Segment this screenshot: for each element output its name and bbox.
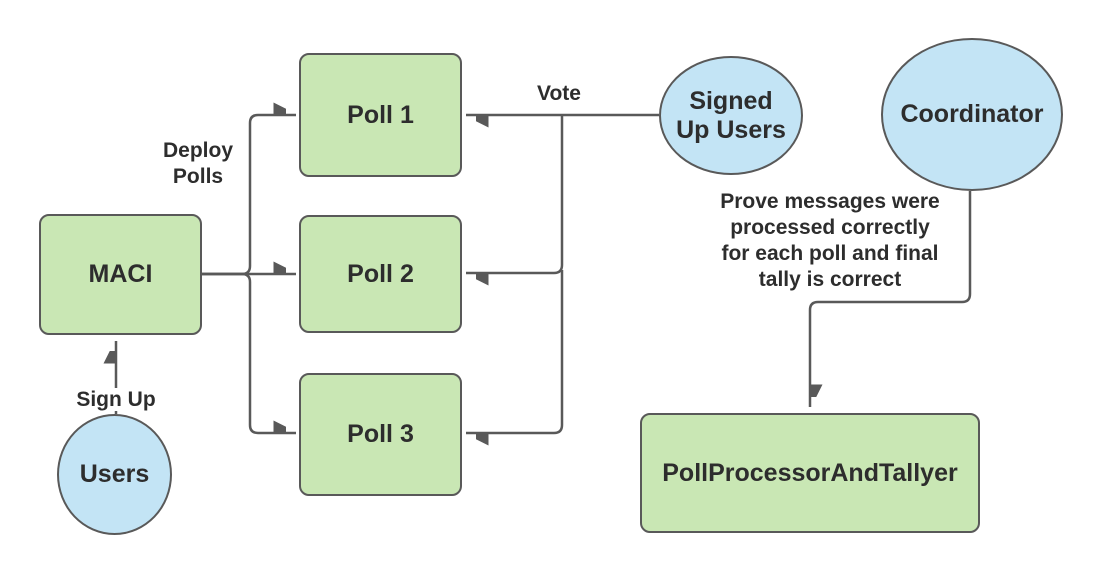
edge-label-sign-up-text: Sign Up xyxy=(73,388,159,411)
edge-label-vote: Vote xyxy=(537,82,581,105)
node-users: Users xyxy=(57,414,172,535)
edge-prove-arrow xyxy=(808,191,972,407)
node-poll-3: Poll 3 xyxy=(299,373,462,496)
edge-label-deploy-polls: Deploy Polls xyxy=(162,139,233,188)
edge-deploy-poll3-arrow xyxy=(202,272,296,435)
node-coordinator: Coordinator xyxy=(881,38,1063,191)
node-poll-processor-and-tallyer: PollProcessorAndTallyer xyxy=(640,413,980,533)
node-signed-up-users: Signed Up Users xyxy=(659,56,803,175)
node-poll-2: Poll 2 xyxy=(299,215,462,333)
edge-label-sign-up: Sign Up xyxy=(60,361,172,413)
edge-label-prove-messages: Prove messages were processed correctly … xyxy=(720,190,940,291)
node-poll-1: Poll 1 xyxy=(299,53,462,177)
edge-vote-poll2-arrow xyxy=(466,115,564,273)
node-maci: MACI xyxy=(39,214,202,335)
edge-vote-poll3-arrow xyxy=(466,270,564,433)
